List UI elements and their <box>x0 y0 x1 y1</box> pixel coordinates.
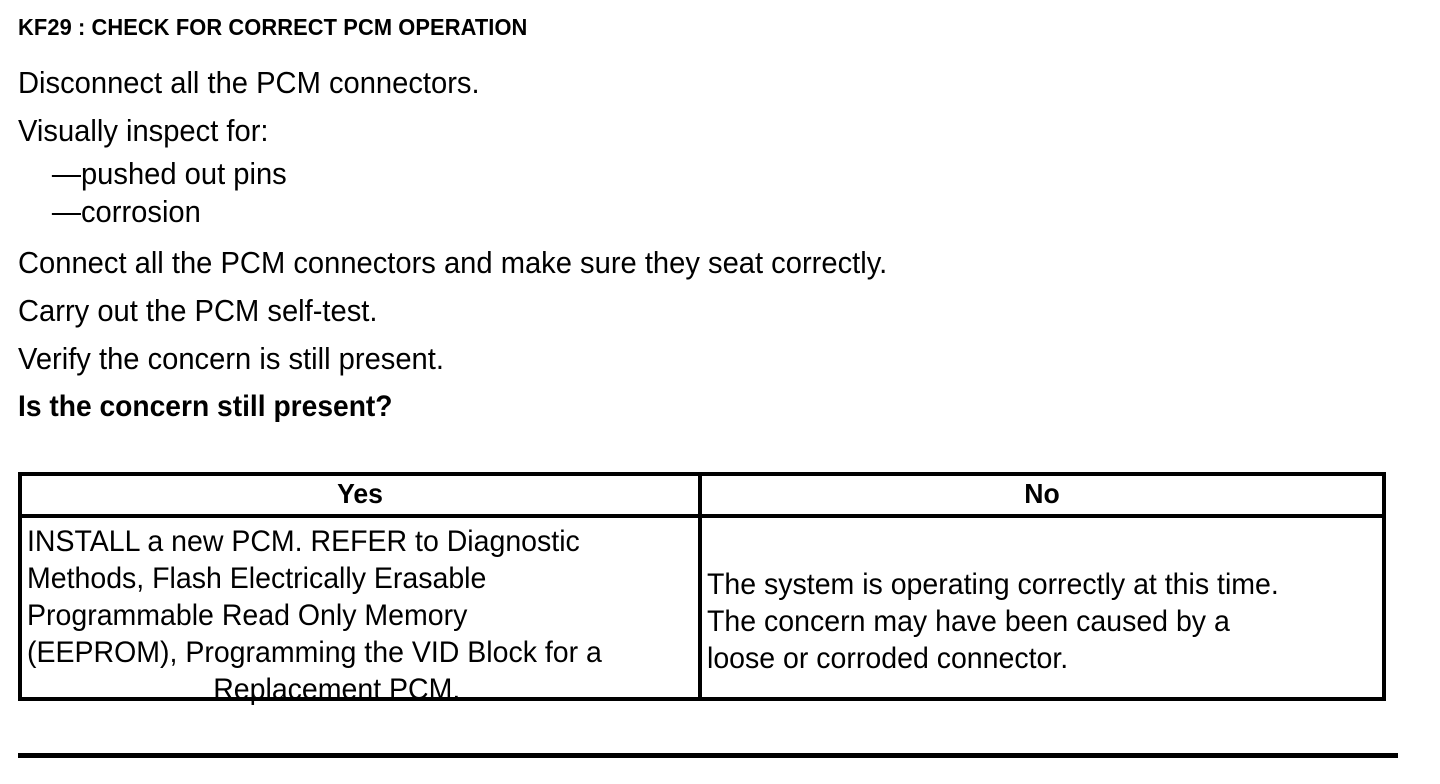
decision-question: Is the concern still present? <box>18 390 393 423</box>
table-cell-yes: INSTALL a new PCM. REFER to Diagnostic M… <box>22 518 702 706</box>
instruction-list: Disconnect all the PCM connectors. Visua… <box>18 59 1418 431</box>
table-header-row: Yes No <box>22 476 1382 518</box>
instruction-line-3: Connect all the PCM connectors and make … <box>18 245 888 280</box>
no-answer-line-3: loose or corroded connector. <box>707 642 1069 675</box>
table-header-label-yes: Yes <box>337 478 383 509</box>
no-answer-text: The system is operating correctly at thi… <box>707 566 1372 677</box>
instruction-bullet-pushed-out-pins: —pushed out pins <box>51 156 287 191</box>
table-header-cell-yes: Yes <box>22 476 702 514</box>
yes-answer-line-1: INSTALL a new PCM. REFER to Diagnostic <box>27 525 580 558</box>
instruction-bullet-corrosion: —corrosion <box>51 194 201 229</box>
yes-answer-line-3: Programmable Read Only Memory <box>27 599 468 632</box>
decision-table: Yes No INSTALL a new PCM. REFER to Diagn… <box>18 472 1386 706</box>
yes-answer-text: INSTALL a new PCM. REFER to Diagnostic M… <box>27 523 711 708</box>
instruction-line-2: Visually inspect for: <box>18 113 269 148</box>
table-cell-no: The system is operating correctly at thi… <box>702 518 1382 697</box>
no-answer-line-1: The system is operating correctly at thi… <box>707 568 1279 601</box>
instruction-line-4: Carry out the PCM self-test. <box>18 293 378 328</box>
yes-answer-line-5: Replacement PCM. <box>213 673 461 706</box>
instruction-line-1: Disconnect all the PCM connectors. <box>18 65 480 100</box>
page-title: KF29 : CHECK FOR CORRECT PCM OPERATION <box>18 14 528 40</box>
table-header-label-no: No <box>1024 478 1060 509</box>
yes-answer-line-4: (EEPROM), Programming the VID Block for … <box>27 636 602 669</box>
yes-answer-line-2: Methods, Flash Electrically Erasable <box>27 562 487 595</box>
instruction-line-5: Verify the concern is still present. <box>18 341 444 376</box>
table-header-cell-no: No <box>702 476 1382 514</box>
no-answer-line-2: The concern may have been caused by a <box>707 605 1230 638</box>
section-divider-rule <box>18 753 1398 758</box>
table-body-row: INSTALL a new PCM. REFER to Diagnostic M… <box>22 518 1382 706</box>
